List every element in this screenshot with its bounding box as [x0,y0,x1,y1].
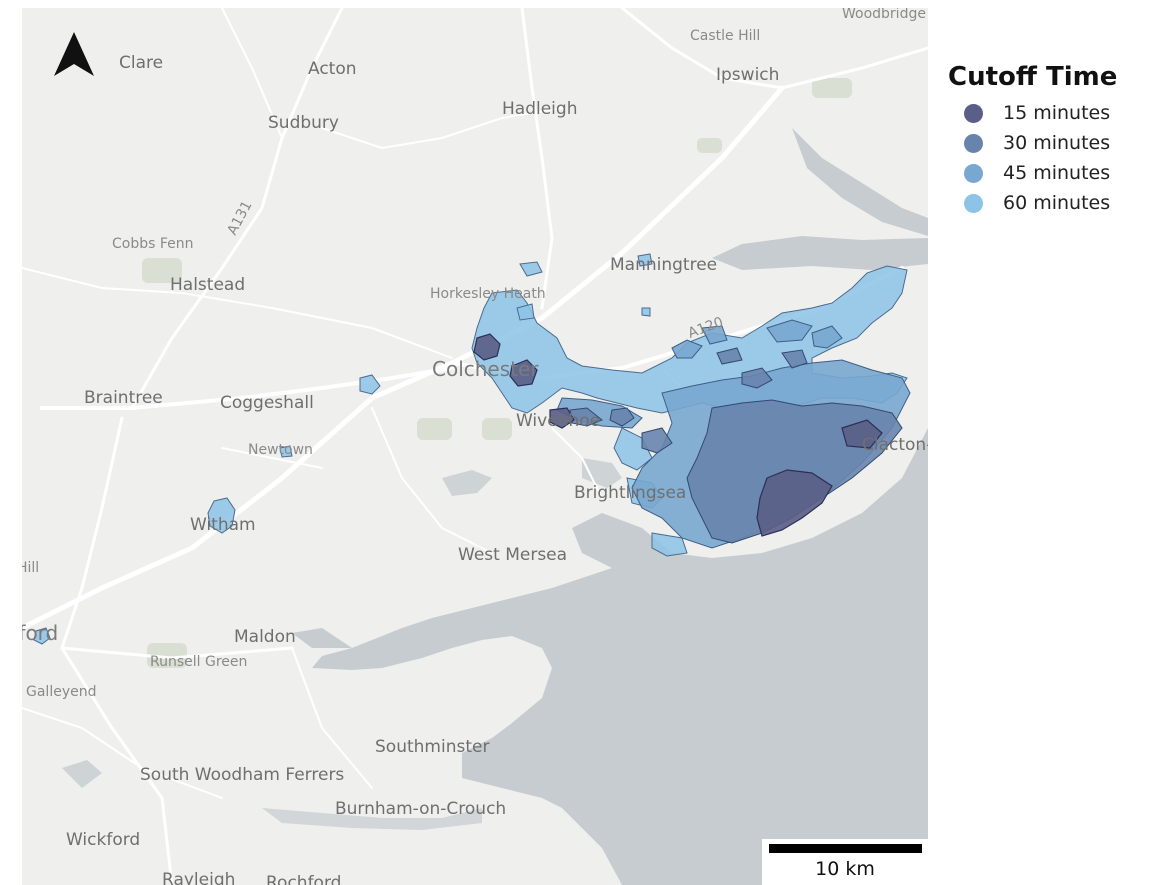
label-south-woodham-ferrers: South Woodham Ferrers [140,765,344,785]
label-sudbury: Sudbury [268,113,339,133]
legend-item-60: 60 minutes [948,188,1153,218]
label-castle-hill: Castle Hill [690,28,760,44]
label-halstead: Halstead [170,275,245,295]
label-braintree: Braintree [84,388,163,408]
legend-label-15: 15 minutes [1003,102,1111,124]
legend-label-30: 30 minutes [1003,132,1111,154]
label-galleyend: Galleyend [26,684,96,700]
legend-swatch-45 [964,163,983,183]
label-west-mersea: West Mersea [458,545,567,565]
label-ipswich: Ipswich [716,65,779,85]
sea-layer [62,128,928,885]
label-manningtree: Manningtree [610,255,717,275]
label-chelmsford: Chelmsford [22,621,58,645]
label-wivenhoe: Wivenhoe [516,411,600,431]
legend-item-30: 30 minutes [948,128,1153,158]
label-horkesley-heath: Horkesley Heath [430,286,546,302]
label-brightlingsea: Brightlingsea [574,483,686,503]
legend-item-45: 45 minutes [948,158,1153,188]
legend-label-60: 60 minutes [1003,192,1111,214]
legend-title: Cutoff Time [948,62,1118,92]
legend-swatch-30 [964,133,983,153]
place-labels: Clare Acton Sudbury Hadleigh Castle Hill… [22,8,928,885]
scale-bar: 10 km [762,839,928,885]
label-rayleigh: Rayleigh [162,870,235,885]
label-witham: Witham [190,515,256,535]
label-cobbs-fenn: Cobbs Fenn [112,236,194,252]
legend-label-45: 45 minutes [1003,162,1111,184]
label-clacton: Clacton-on-Sea [862,435,928,455]
label-clare: Clare [119,53,163,73]
north-arrow-icon [50,30,98,78]
label-burnham-on-crouch: Burnham-on-Crouch [335,799,506,819]
label-hadleigh: Hadleigh [502,99,577,119]
label-wickford: Wickford [66,830,140,850]
label-southminster: Southminster [375,737,489,757]
basemap[interactable]: Clare Acton Sudbury Hadleigh Castle Hill… [22,8,928,885]
label-maldon: Maldon [234,627,296,647]
legend-swatch-15 [964,103,983,123]
parks-layer [142,78,852,668]
label-ford-hill: Ford Hill [22,560,39,576]
scale-bar-line [769,844,922,853]
label-woodbridge: Woodbridge [842,8,926,22]
label-runsell-green: Runsell Green [150,654,247,670]
label-coggeshall: Coggeshall [220,393,314,413]
label-rochford: Rochford [266,873,341,885]
legend: Cutoff Time 15 minutes 30 minutes 45 min… [948,62,1153,218]
legend-item-15: 15 minutes [948,98,1153,128]
label-colchester: Colchester [432,357,539,381]
scale-bar-label: 10 km [815,858,875,880]
legend-swatch-60 [964,193,983,213]
isochrone-15-minutes[interactable] [473,333,883,537]
label-newtown: Newtown [248,442,313,458]
label-acton: Acton [308,59,357,79]
